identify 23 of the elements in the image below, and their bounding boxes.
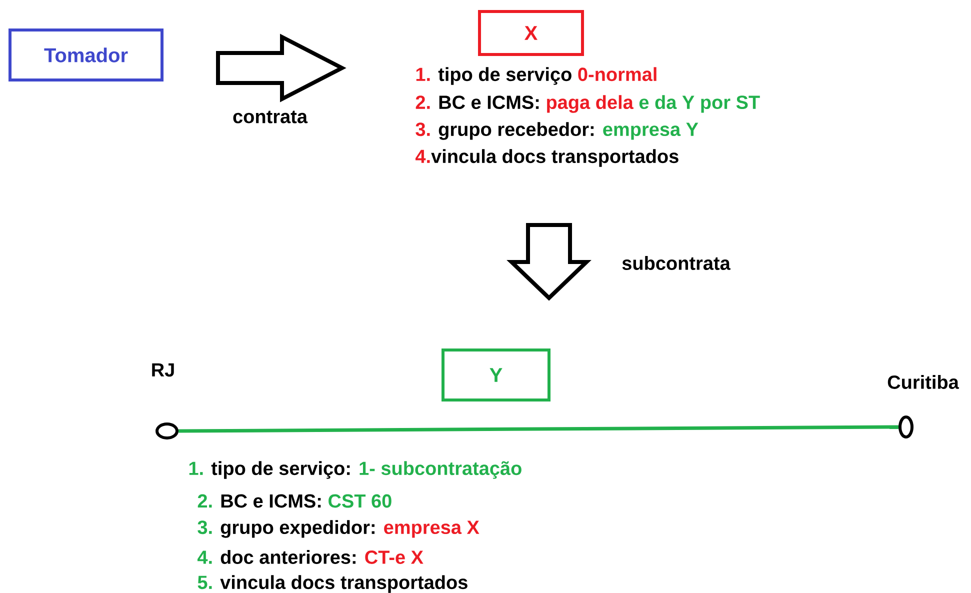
edge-label: subcontrata xyxy=(620,255,732,271)
entity-box: Y xyxy=(442,348,550,402)
list-item: 3. grupo expedidor: empresa X xyxy=(198,520,480,538)
list-item: 2. BC e ICMS: CST 60 xyxy=(198,494,392,508)
list-item: 1. tipo de serviço: 1- subcontratação xyxy=(189,461,522,479)
node-label: e da Y por ST xyxy=(639,95,760,113)
entity-box: Tomador xyxy=(8,28,164,82)
place-label: Curitiba xyxy=(888,375,960,389)
list-item: 1. tipo de serviço 0-normal xyxy=(416,67,656,85)
entity-box: X xyxy=(478,10,584,56)
list-item: 4.vincula docs transportados xyxy=(416,149,678,167)
block-arrow xyxy=(216,34,346,102)
list-item: 3. grupo recebedor: empresa Y xyxy=(416,122,698,140)
edge-label: contrata xyxy=(232,110,308,124)
route-line xyxy=(178,425,899,433)
list-item: 4. doc anteriores: CT-e X xyxy=(198,550,424,564)
node-label: paga dela xyxy=(547,95,634,113)
list-item: 2. BC e ICMS: paga dela e da Y por ST xyxy=(416,95,760,113)
list-item: 5. vincula docs transportados xyxy=(198,575,468,593)
node-label: BC e ICMS: xyxy=(439,96,539,110)
block-arrow xyxy=(506,223,592,301)
place-label: RJ xyxy=(152,363,174,377)
node-label: 2. xyxy=(416,96,430,109)
